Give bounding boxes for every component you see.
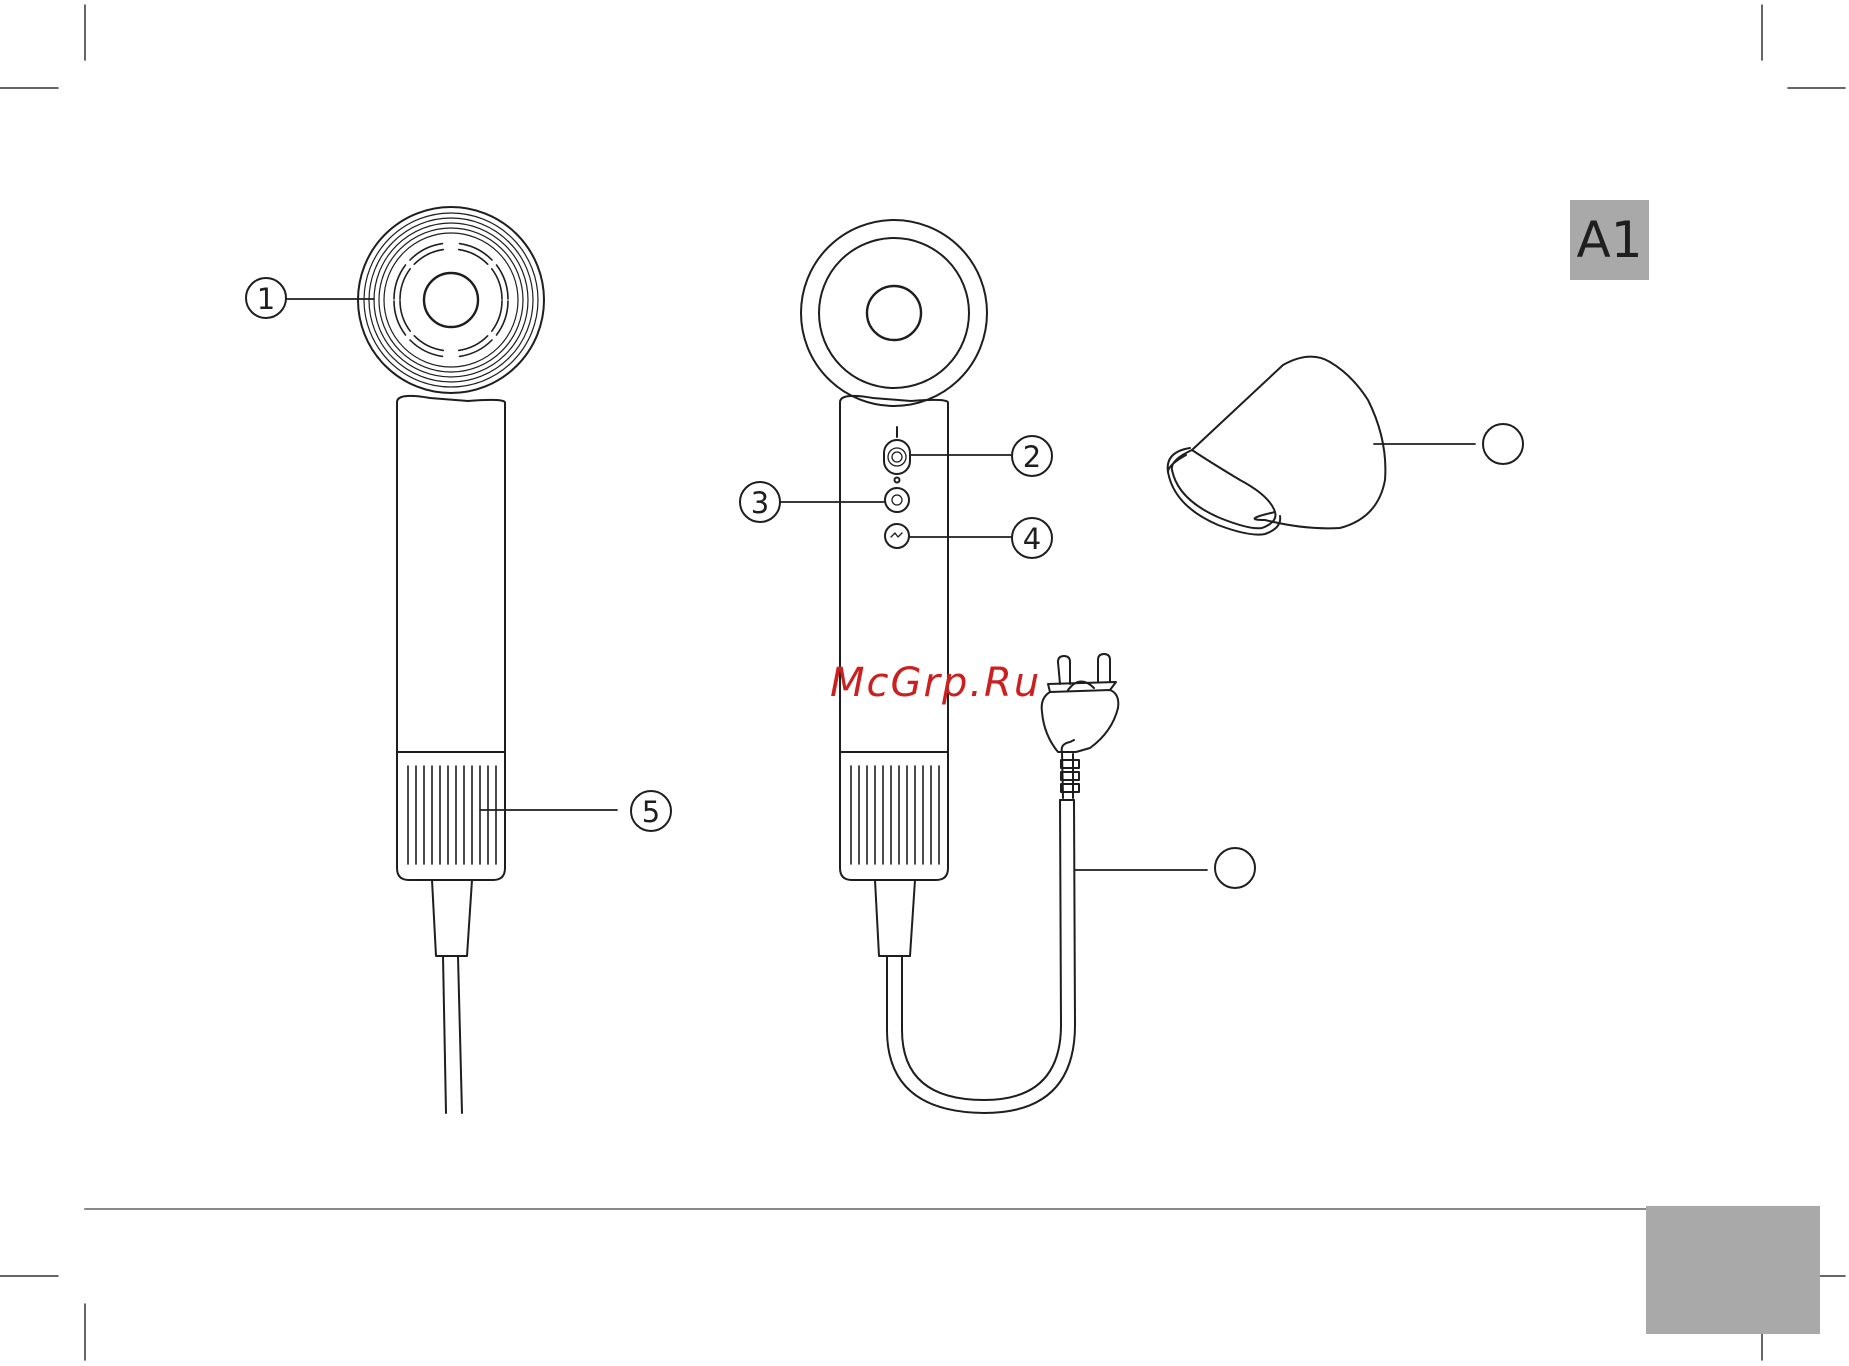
concentrator-nozzle — [1168, 357, 1386, 535]
leader-lines — [287, 299, 1475, 870]
filter-grille — [408, 766, 496, 864]
callout-1: 1 — [246, 278, 286, 318]
front-air-outlet-head — [801, 220, 987, 406]
power-plug — [1042, 654, 1119, 798]
control-buttons — [884, 427, 910, 548]
callout-3-number: 3 — [751, 486, 769, 520]
callout-4: 4 — [1012, 518, 1052, 558]
callout-2-number: 2 — [1023, 440, 1041, 474]
callout-2: 2 — [1012, 436, 1052, 476]
callout-7 — [1215, 848, 1255, 888]
filter-grille — [851, 766, 939, 864]
watermark: McGrp.Ru — [830, 660, 1041, 706]
callout-5: 5 — [631, 791, 671, 831]
callout-5-number: 5 — [642, 795, 660, 829]
callout-1-number: 1 — [257, 282, 275, 316]
page-number-tab — [1646, 1206, 1820, 1334]
callout-6 — [1483, 424, 1523, 464]
callout-4-number: 4 — [1023, 522, 1041, 556]
section-tab-label: A1 — [1570, 200, 1649, 280]
rear-air-intake-head — [358, 207, 544, 393]
callout-3: 3 — [740, 482, 780, 522]
hair-dryer-rear-view — [358, 207, 544, 1113]
